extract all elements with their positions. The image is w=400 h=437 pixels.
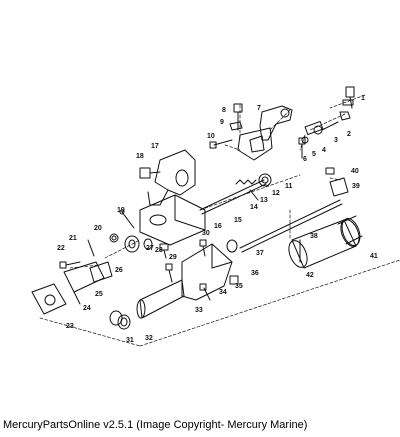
part-label-24: 24: [83, 305, 91, 312]
part-3-ball-joint: [313, 121, 339, 135]
part-23-flange: [31, 283, 67, 315]
part-label-14: 14: [250, 204, 258, 211]
part-label-39: 39: [352, 183, 360, 190]
part-15-rod: [199, 179, 267, 215]
part-32-ring: [117, 314, 131, 330]
part-label-19: 19: [117, 207, 125, 214]
part-label-11: 11: [285, 183, 293, 190]
part-label-4: 4: [322, 147, 326, 154]
part-18-screw: [139, 167, 161, 179]
part-label-23: 23: [66, 323, 74, 330]
part-21-pin: [87, 239, 95, 257]
part-label-9: 9: [220, 119, 224, 126]
part-9-clip: [229, 121, 243, 131]
part-25-bushing: [89, 261, 113, 283]
part-label-7: 7: [257, 105, 261, 112]
part-label-33: 33: [195, 307, 203, 314]
part-6-screw: [298, 137, 306, 159]
part-label-31: 31: [126, 337, 134, 344]
part-label-3: 3: [334, 137, 338, 144]
part-label-32: 32: [145, 335, 153, 342]
part-label-22: 22: [57, 245, 65, 252]
part-label-5: 5: [312, 151, 316, 158]
part-37-shaft: [239, 199, 343, 253]
part-8-bolt: [233, 103, 243, 131]
part-39-bracket: [329, 177, 349, 197]
part-label-10: 10: [207, 133, 215, 140]
part-30-bolt: [199, 239, 207, 257]
part-24-knob: [63, 261, 105, 305]
part-7-bracket: [259, 105, 293, 141]
part-label-8: 8: [222, 107, 226, 114]
part-label-41: 41: [370, 253, 378, 260]
part-label-27: 27: [146, 245, 154, 252]
part-28-bolt: [159, 243, 169, 259]
part-label-15: 15: [234, 217, 242, 224]
part-19-stud: [119, 209, 135, 229]
part-36-bushing: [226, 239, 238, 253]
part-40-clip: [325, 167, 335, 175]
part-number-labels: 1234567891011121314151617181920212223242…: [57, 95, 378, 344]
part-label-26: 26: [115, 267, 123, 274]
part-label-12: 12: [272, 190, 280, 197]
part-label-1: 1: [361, 95, 365, 102]
part-16-clamp: [139, 194, 206, 246]
part-label-13: 13: [260, 197, 268, 204]
part-label-35: 35: [235, 283, 243, 290]
part-label-30: 30: [202, 230, 210, 237]
part-label-25: 25: [95, 291, 103, 298]
part-22-screw: [59, 261, 81, 269]
part-33-tube: [136, 243, 233, 319]
part-26-spacer: [124, 235, 140, 253]
part-label-20: 20: [94, 225, 102, 232]
part-label-40: 40: [351, 168, 359, 175]
part-17-housing: [147, 149, 196, 206]
part-label-6: 6: [303, 156, 307, 163]
copyright-footer: MercuryPartsOnline v2.5.1 (Image Copyrig…: [3, 419, 308, 431]
part-label-18: 18: [136, 153, 144, 160]
part-label-34: 34: [219, 289, 227, 296]
part-label-17: 17: [151, 143, 159, 150]
part-label-42: 42: [306, 272, 314, 279]
part-34-screw: [199, 283, 211, 301]
part-29-bolt: [165, 263, 173, 283]
part-label-21: 21: [69, 235, 77, 242]
part-2-nut: [339, 111, 351, 121]
part-label-37: 37: [256, 250, 264, 257]
part-label-28: 28: [155, 247, 163, 254]
part-10-bolt: [209, 139, 233, 149]
part-4-link: [304, 121, 324, 135]
part-label-36: 36: [251, 270, 259, 277]
part-label-38: 38: [310, 233, 318, 240]
part-20-washer: [109, 233, 119, 243]
part-13-pin: [249, 189, 259, 201]
part-label-29: 29: [169, 254, 177, 261]
part-12-gear: [258, 173, 272, 187]
part-label-2: 2: [347, 131, 351, 138]
part-1-bolt: [342, 86, 355, 109]
part-42-cylinder: [288, 219, 360, 269]
part-27-washer: [143, 238, 153, 250]
part-31-ring: [109, 310, 123, 326]
part-14-spring: [235, 179, 257, 185]
part-11-lever: [237, 127, 273, 161]
part-35-bolt: [229, 275, 239, 285]
part-label-16: 16: [214, 223, 222, 230]
